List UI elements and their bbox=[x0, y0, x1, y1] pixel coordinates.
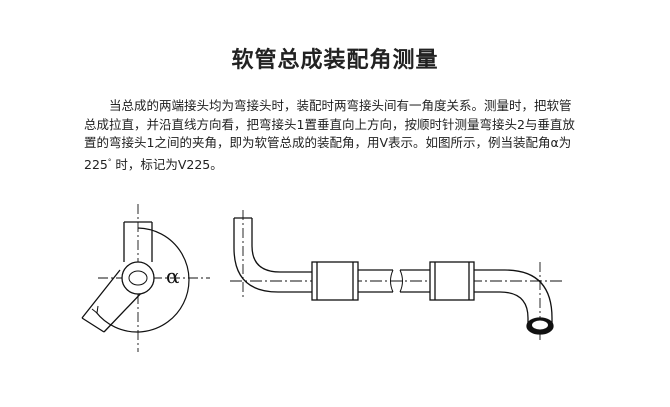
angle-arc bbox=[95, 227, 190, 333]
sleeve-2 bbox=[429, 261, 475, 301]
end-view-diagram bbox=[81, 204, 210, 352]
vertical-fitting bbox=[123, 221, 153, 262]
degree-sign: ° bbox=[107, 157, 112, 166]
paragraph-line-4: 225° 时，标记为V225。 bbox=[84, 153, 604, 175]
description-paragraph: 当总成的两端接头均为弯接头时，装配时两弯接头间有一角度关系。测量时，把软管 总成… bbox=[84, 97, 604, 174]
hose-right bbox=[400, 269, 430, 293]
arc-arrow-icon bbox=[91, 305, 99, 314]
hose-left bbox=[358, 269, 393, 293]
paragraph-line-1: 当总成的两端接头均为弯接头时，装配时两弯接头间有一角度关系。测量时，把软管 bbox=[109, 98, 572, 113]
sleeve-1 bbox=[311, 261, 359, 301]
paragraph-line-2: 总成拉直，并沿直线方向看，把弯接头1置垂直向上方向，按顺时针测量弯接头2与垂直放 bbox=[84, 116, 575, 132]
page-title: 软管总成装配角测量 bbox=[231, 48, 439, 73]
break-mark-right bbox=[399, 269, 403, 293]
example-angle-value: 225 bbox=[84, 156, 108, 172]
angle-label: α bbox=[166, 264, 180, 288]
elbow-1 bbox=[233, 217, 318, 293]
paragraph-line-3: 置的弯接头1之间的夹角，即为软管总成的装配角，用V表示。如图所示，例当装配角α为 bbox=[84, 135, 572, 150]
hub-inner-ring bbox=[128, 270, 148, 286]
break-mark-left bbox=[390, 269, 394, 293]
side-view-diagram bbox=[230, 210, 564, 340]
example-marking-text: 时，标记为V225。 bbox=[111, 156, 223, 172]
elbow-2 bbox=[474, 269, 553, 325]
angled-fitting bbox=[81, 269, 147, 333]
